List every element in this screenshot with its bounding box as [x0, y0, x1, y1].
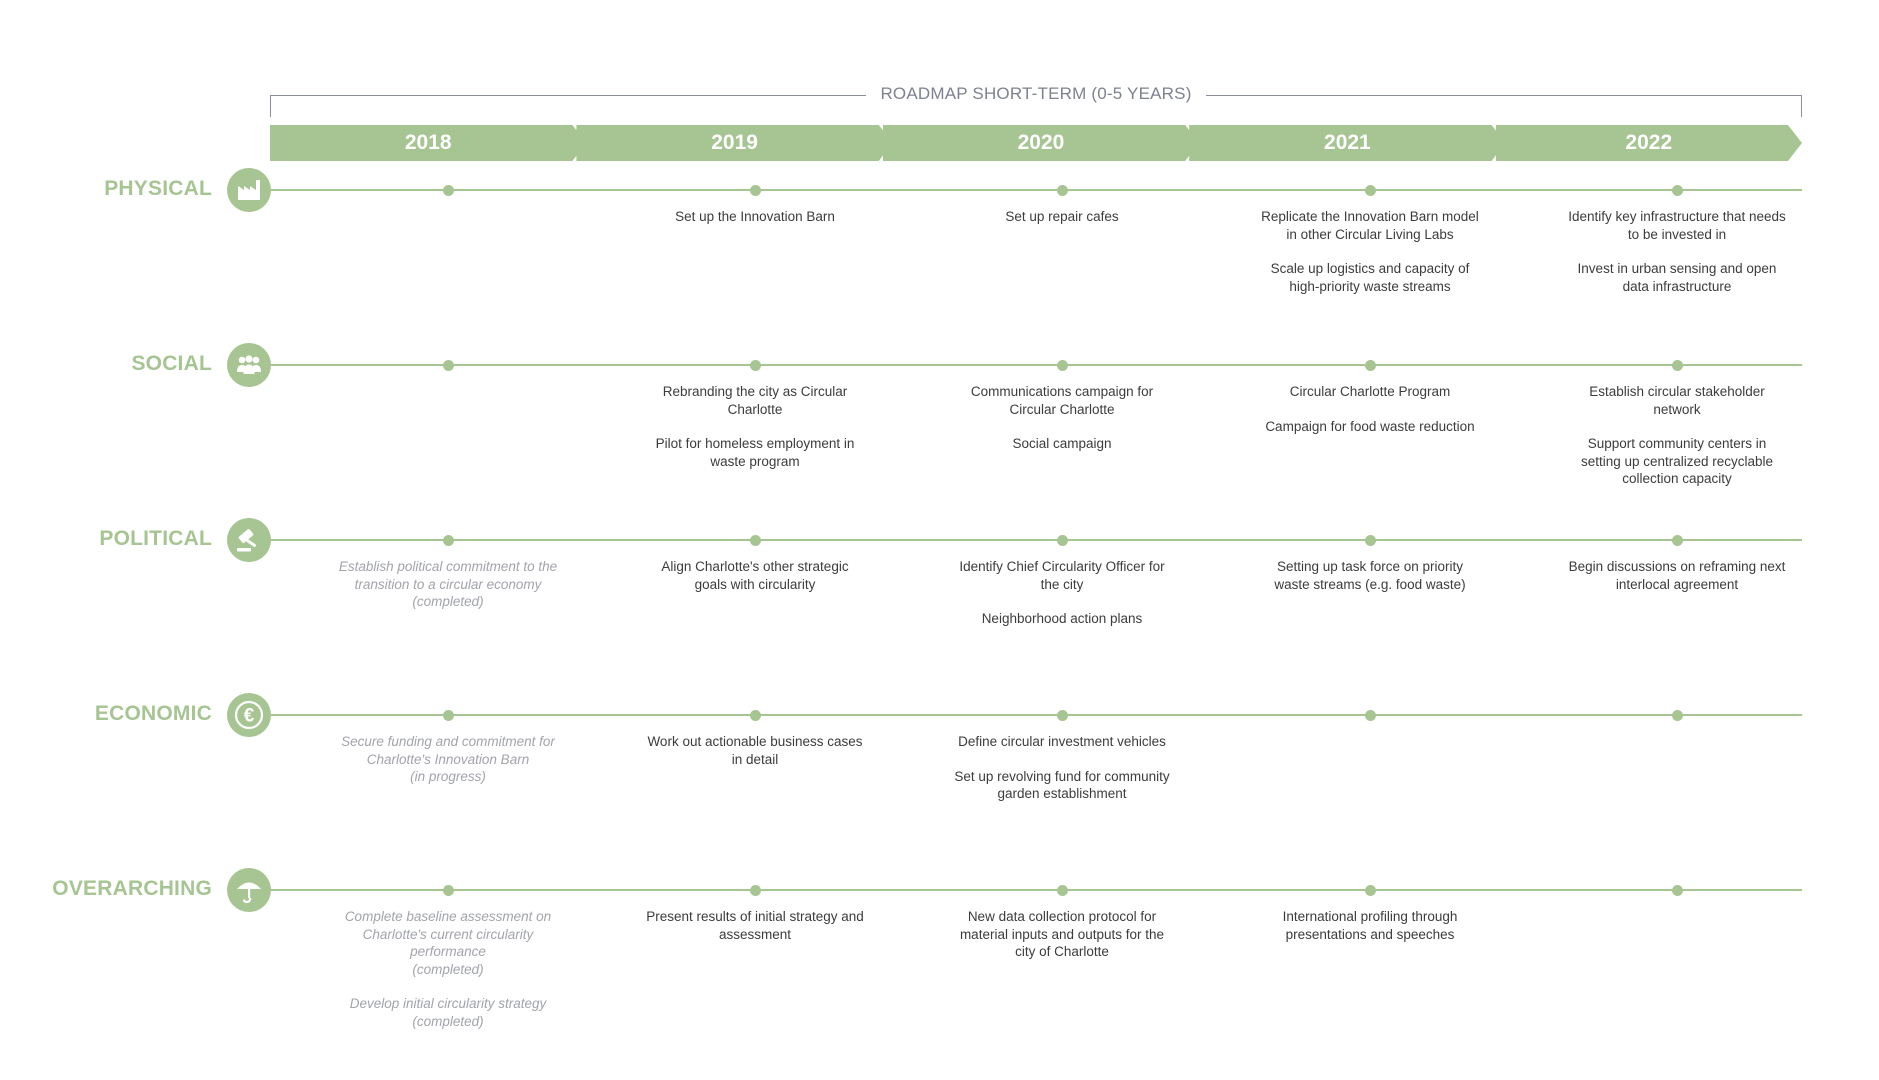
- action-item: Set up revolving fund for community gard…: [954, 768, 1170, 802]
- cell-political-2021: Setting up task force on priority waste …: [1260, 558, 1480, 610]
- action-item: Define circular investment vehicles: [958, 734, 1166, 749]
- cell-political-2019: Align Charlotte's other strategic goals …: [645, 558, 865, 610]
- row-label-economic: ECONOMIC: [94, 702, 212, 725]
- action-item: International profiling through presenta…: [1282, 909, 1458, 942]
- action-item: Replicate the Innovation Barn model in o…: [1261, 209, 1479, 242]
- row-line-political: [270, 539, 1802, 541]
- cell-overarching-2020: New data collection protocol for materia…: [952, 908, 1172, 978]
- cell-overarching-2021: International profiling through presenta…: [1260, 908, 1480, 960]
- milestone-dot-social-2018: [442, 359, 454, 371]
- milestone-dot-physical-2020: [1056, 184, 1068, 196]
- action-item: Communications campaign for Circular Cha…: [970, 384, 1154, 417]
- milestone-dot-overarching-2019: [749, 884, 761, 896]
- umbrella-icon: [227, 868, 271, 912]
- milestone-dot-overarching-2022: [1671, 884, 1683, 896]
- cell-physical-2020: Set up repair cafes: [952, 208, 1172, 243]
- action-item: Set up repair cafes: [1005, 209, 1119, 224]
- row-line-economic: [270, 714, 1802, 716]
- milestone-dot-political-2022: [1671, 534, 1683, 546]
- row-line-overarching: [270, 889, 1802, 891]
- action-item: Neighborhood action plans: [981, 611, 1143, 626]
- milestone-dot-overarching-2021: [1364, 884, 1376, 896]
- milestone-dot-physical-2019: [749, 184, 761, 196]
- milestone-dot-political-2018: [442, 534, 454, 546]
- action-item: Identify key infrastructure that needs t…: [1568, 209, 1786, 242]
- cell-overarching-2019: Present results of initial strategy and …: [645, 908, 865, 960]
- milestone-dot-physical-2018: [442, 184, 454, 196]
- svg-text:€: €: [244, 706, 255, 727]
- action-item: Campaign for food waste reduction: [1265, 418, 1475, 434]
- cell-political-2018: Establish political commitment to the tr…: [338, 558, 558, 628]
- action-item: Scale up logistics and capacity of high-…: [1270, 261, 1470, 294]
- action-item: Pilot for homeless employment in waste p…: [655, 436, 855, 469]
- cell-economic-2019: Work out actionable business cases in de…: [645, 733, 865, 785]
- row-label-overarching: OVERARCHING: [52, 877, 212, 900]
- cell-economic-2018: Secure funding and commitment for Charlo…: [338, 733, 558, 803]
- milestone-dot-economic-2019: [749, 709, 761, 721]
- milestone-dot-social-2022: [1671, 359, 1683, 371]
- year-arrow-2021: 2021: [1189, 125, 1506, 161]
- milestone-dot-political-2019: [749, 534, 761, 546]
- roadmap-title: ROADMAP SHORT-TERM (0-5 YEARS): [271, 84, 1801, 104]
- action-item: Establish political commitment to the tr…: [338, 559, 558, 609]
- milestone-dot-economic-2021: [1364, 709, 1376, 721]
- gavel-icon: [227, 518, 271, 562]
- cell-overarching-2018: Complete baseline assessment on Charlott…: [338, 908, 558, 1047]
- roadmap-title-text: ROADMAP SHORT-TERM (0-5 YEARS): [866, 84, 1206, 103]
- milestone-dot-economic-2020: [1056, 709, 1068, 721]
- row-label-social: SOCIAL: [131, 352, 212, 375]
- action-item: Establish circular stakeholder network: [1589, 384, 1765, 417]
- roadmap-bracket: ROADMAP SHORT-TERM (0-5 YEARS): [270, 84, 1802, 117]
- action-item: Secure funding and commitment for Charlo…: [341, 734, 555, 784]
- year-arrow-2020: 2020: [882, 125, 1200, 161]
- action-item: Work out actionable business cases in de…: [647, 734, 863, 767]
- milestone-dot-social-2020: [1056, 359, 1068, 371]
- year-arrow-2018: 2018: [270, 125, 587, 161]
- milestone-dot-physical-2021: [1364, 184, 1376, 196]
- action-item: Begin discussions on reframing next inte…: [1568, 559, 1786, 592]
- action-item: New data collection protocol for materia…: [959, 909, 1165, 959]
- cell-political-2022: Begin discussions on reframing next inte…: [1567, 558, 1787, 610]
- cell-physical-2019: Set up the Innovation Barn: [645, 208, 865, 243]
- cell-social-2019: Rebranding the city as Circular Charlott…: [645, 383, 865, 487]
- action-item: Align Charlotte's other strategic goals …: [661, 559, 849, 592]
- row-label-political: POLITICAL: [99, 527, 212, 550]
- year-arrow-2019: 2019: [576, 125, 893, 161]
- milestone-dot-economic-2022: [1671, 709, 1683, 721]
- cell-physical-2021: Replicate the Innovation Barn model in o…: [1260, 208, 1480, 312]
- milestone-dot-economic-2018: [442, 709, 454, 721]
- cell-political-2020: Identify Chief Circularity Officer for t…: [952, 558, 1172, 645]
- euro-icon: €: [227, 693, 271, 737]
- milestone-dot-overarching-2020: [1056, 884, 1068, 896]
- action-item: Social campaign: [1012, 436, 1112, 451]
- action-item: Complete baseline assessment on Charlott…: [344, 909, 552, 977]
- action-item: Circular Charlotte Program: [1289, 384, 1451, 399]
- action-item: Rebranding the city as Circular Charlott…: [662, 384, 848, 417]
- cell-social-2020: Communications campaign for Circular Cha…: [952, 383, 1172, 470]
- row-line-physical: [270, 189, 1802, 191]
- row-line-social: [270, 364, 1802, 366]
- action-item: Set up the Innovation Barn: [675, 209, 835, 224]
- milestone-dot-political-2021: [1364, 534, 1376, 546]
- action-item: Develop initial circularity strategy (co…: [349, 996, 547, 1029]
- action-item: Support community centers in setting up …: [1580, 436, 1774, 486]
- year-arrow-2022: 2022: [1495, 125, 1802, 161]
- milestone-dot-physical-2022: [1671, 184, 1683, 196]
- action-item: Invest in urban sensing and open data in…: [1577, 261, 1777, 294]
- milestone-dot-social-2019: [749, 359, 761, 371]
- action-item: Identify Chief Circularity Officer for t…: [959, 559, 1165, 592]
- factory-icon: [227, 168, 271, 212]
- people-icon: [227, 343, 271, 387]
- milestone-dot-overarching-2018: [442, 884, 454, 896]
- milestone-dot-social-2021: [1364, 359, 1376, 371]
- action-item: Setting up task force on priority waste …: [1274, 559, 1466, 592]
- cell-physical-2022: Identify key infrastructure that needs t…: [1567, 208, 1787, 312]
- row-label-physical: PHYSICAL: [104, 177, 212, 200]
- milestone-dot-political-2020: [1056, 534, 1068, 546]
- action-item: Present results of initial strategy and …: [646, 909, 864, 942]
